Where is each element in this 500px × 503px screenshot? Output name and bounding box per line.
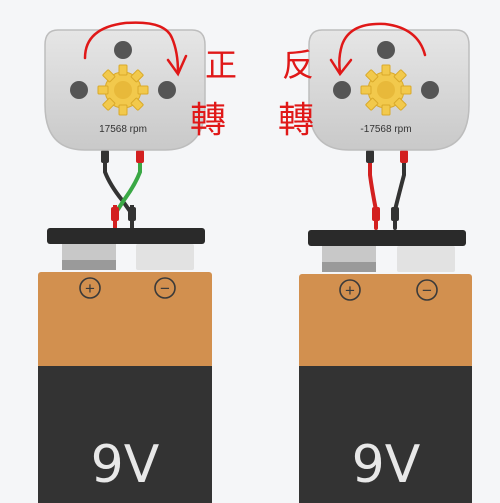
- motor-terminal-a-right[interactable]: [366, 150, 374, 163]
- battery-top-band-left: [38, 272, 212, 368]
- gear-icon: [360, 64, 412, 116]
- terminal-pos-base-right: [322, 262, 376, 272]
- gear-icon: [97, 64, 149, 116]
- plus-symbol-right: +: [345, 281, 355, 300]
- motor-hole-right-left: [158, 81, 176, 99]
- terminal-neg-right: [397, 246, 455, 272]
- terminal-pos-left: [62, 244, 116, 260]
- circuit-right: -17568 rpm 反 轉 + − 9V: [278, 22, 472, 503]
- wires-right[interactable]: [366, 150, 408, 230]
- motor-hole-top-left: [114, 41, 132, 59]
- motor-rpm-label: -17568 rpm: [360, 124, 411, 135]
- annotation-line1-left: 正: [205, 46, 237, 84]
- motor-terminal-b-right[interactable]: [400, 150, 408, 163]
- battery-top-band-right: [299, 274, 472, 368]
- battery-body-right: [299, 366, 472, 503]
- annotation-line2-right: 轉: [278, 100, 314, 141]
- connector-pos-right[interactable]: [372, 207, 380, 221]
- rotation-arrow-icon: [83, 21, 188, 77]
- motor-terminal-b-left[interactable]: [136, 150, 144, 163]
- plus-icon: [79, 277, 101, 299]
- motor-terminal-a-left[interactable]: [101, 150, 109, 163]
- terminal-pos-right: [322, 246, 376, 262]
- battery-body-left: [38, 366, 212, 503]
- motor-hole-top-right: [377, 41, 395, 59]
- battery-voltage-label-right: 9V: [352, 435, 421, 495]
- battery-voltage-label-left: 9V: [91, 435, 160, 495]
- rotation-arrow-icon: [329, 22, 427, 77]
- circuit-left: 17568 rpm 正 轉 + − 9V: [38, 21, 237, 503]
- battery-cap-right: [308, 230, 466, 246]
- wire-green-left[interactable]: [113, 153, 142, 216]
- battery-right[interactable]: + − 9V: [299, 230, 472, 503]
- minus-symbol-left: −: [160, 279, 170, 298]
- plus-symbol-left: +: [85, 279, 95, 298]
- motor-hole-left-right: [333, 81, 351, 99]
- annotation-line1-right: 反: [282, 46, 314, 84]
- connector-pos-left[interactable]: [111, 207, 119, 221]
- motor-left[interactable]: 17568 rpm: [44, 29, 206, 151]
- plus-icon: [339, 279, 361, 301]
- battery-left[interactable]: + − 9V: [38, 228, 212, 503]
- motor-hole-left-left: [70, 81, 88, 99]
- connector-neg-right[interactable]: [391, 207, 399, 221]
- battery-cap-left: [47, 228, 205, 244]
- minus-icon: [154, 277, 176, 299]
- wires-left[interactable]: [101, 150, 144, 228]
- terminal-pos-base-left: [62, 260, 116, 270]
- minus-icon: [416, 279, 438, 301]
- minus-symbol-right: −: [422, 281, 432, 300]
- annotation-line2-left: 轉: [190, 100, 226, 141]
- motor-hole-right-right: [421, 81, 439, 99]
- connector-neg-left[interactable]: [128, 207, 136, 221]
- terminal-neg-left: [136, 244, 194, 270]
- motor-right[interactable]: -17568 rpm: [308, 29, 470, 151]
- motor-rpm-label: 17568 rpm: [99, 124, 147, 135]
